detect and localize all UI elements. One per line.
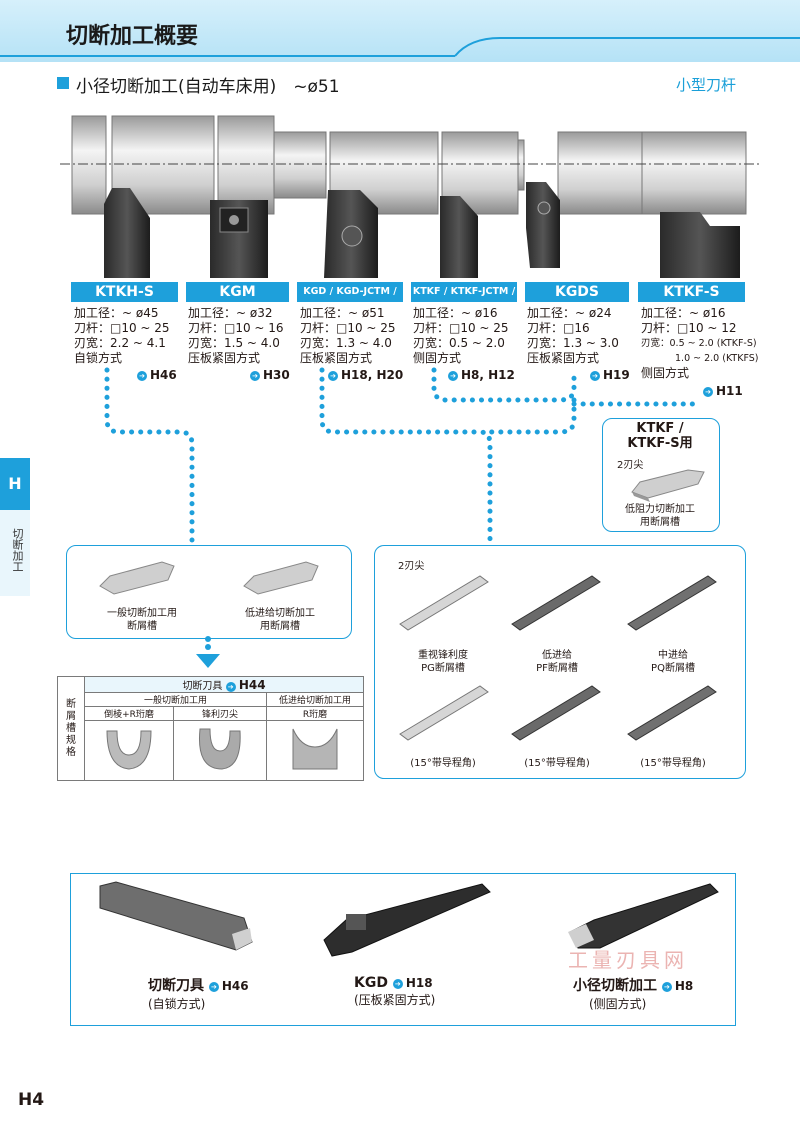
arrow-right-icon: ➔ [137, 370, 147, 381]
insert-pq [627, 575, 717, 631]
ktkf-box-tips: 2刃尖 [617, 460, 644, 471]
ref-link-ktkf-s[interactable]: ➔H11 [703, 384, 743, 398]
dotted-connectors [104, 367, 703, 543]
arrow-right-icon: ➔ [661, 981, 672, 992]
arrow-right-icon: ➔ [208, 981, 219, 992]
arrow-right-icon: ➔ [590, 370, 600, 381]
page-title: 切断加工概要 [66, 24, 199, 49]
section-right-label: 小型刀杆 [676, 76, 737, 94]
pg-lead-caption: (15°带导程角) [410, 758, 476, 769]
holder-image-ktkf [568, 883, 719, 949]
page-number: H4 [18, 1090, 45, 1110]
table-group-low-feed: 低进给切断加工用 [266, 692, 364, 707]
insert-pf-lead [511, 685, 601, 741]
holder-ref-kgd[interactable]: H18 [405, 976, 433, 990]
tooling-illustration [60, 115, 760, 278]
table-group-general: 一般切断加工用 [84, 692, 267, 707]
header-band [0, 0, 800, 62]
pf-lead-caption: (15°带导程角) [524, 758, 590, 769]
ref-link-ktkf[interactable]: ➔H8, H12 [448, 368, 515, 382]
down-arrow-icon [196, 636, 220, 668]
insert-pg-lead [399, 685, 489, 741]
product-header-kgds[interactable]: KGDS [525, 282, 629, 302]
table-col-r-hone: R珩磨 [266, 706, 364, 721]
ref-link-kgds[interactable]: ➔H19 [590, 368, 630, 382]
groove-image-sharp [173, 720, 267, 781]
table-side-label: 断屑槽规格 [57, 676, 85, 781]
product-header-ktkf[interactable]: KTKF / KTKF-JCTM / JCT [411, 282, 517, 317]
pq-lead-caption: (15°带导程角) [640, 758, 706, 769]
arrow-right-icon: ➔ [392, 978, 403, 989]
table-col-chamfer: 倒棱+R珩磨 [84, 706, 174, 721]
side-tab-text: 切断加工 [11, 528, 24, 572]
general-chipbreaker-caption: 一般切断加工用断屑槽 [107, 608, 177, 632]
watermark-logo: 工量刃具网 [568, 948, 688, 972]
section-marker [57, 77, 69, 89]
insert-pq-lead [627, 685, 717, 741]
holder-ref-ktkf[interactable]: H8 [674, 979, 694, 993]
insert-image-low-feed [243, 561, 319, 595]
arrow-right-icon: ➔ [328, 370, 338, 381]
chipbreaker-spec-table: 断屑槽规格 切断刀具 ➔ H44 一般切断加工用 低进给切断加工用 倒棱+R珩磨… [57, 676, 364, 781]
cutting-tools [104, 182, 740, 278]
holder-image-self-lock [99, 881, 253, 951]
groove-image-chamfer [84, 720, 174, 781]
ktkf-insert-image [631, 469, 705, 502]
arrow-right-icon: ➔ [250, 370, 260, 381]
arrow-right-icon: ➔ [225, 682, 236, 692]
insert-pg [399, 575, 489, 631]
workpiece-1 [71, 115, 747, 215]
groove-image-r-hone [266, 720, 364, 781]
ktkf-chipbreaker-box [374, 545, 746, 779]
low-feed-chipbreaker-caption: 低进给切断加工用断屑槽 [245, 608, 315, 632]
ref-link-kgm[interactable]: ➔H30 [250, 368, 290, 382]
holder-ref-self-lock[interactable]: H46 [221, 979, 249, 993]
product-header-ktkf-s[interactable]: KTKF-S [638, 282, 745, 302]
product-header-kgm[interactable]: KGM [186, 282, 289, 302]
table-header: 切断刀具 ➔ H44 [84, 676, 364, 693]
insert-pf [511, 575, 601, 631]
ref-link-ktkh-s[interactable]: ➔H46 [137, 368, 177, 382]
table-col-sharp: 锋利刃尖 [173, 706, 267, 721]
product-header-kgd[interactable]: KGD / KGD-JCTM / JCT [297, 282, 403, 317]
arrow-right-icon: ➔ [703, 386, 713, 397]
holder-label-ktkf: 小径切断加工 ➔H8 (侧固方式) [573, 978, 694, 1011]
holder-label-kgd: KGD ➔H18 (压板紧固方式) [354, 975, 436, 1007]
holder-overview-box [70, 873, 736, 1026]
insert-image-general [99, 561, 175, 595]
ktkf-box-title: KTKF /KTKF-S用 [627, 421, 693, 451]
holder-label-self-lock: 切断刀具 ➔H46 (自锁方式) [148, 978, 249, 1011]
right-box-tips: 2刃尖 [398, 561, 425, 572]
holder-image-kgd [323, 883, 491, 957]
section-title: 小径切断加工(自动车床用) ~ø51 [76, 77, 340, 97]
product-header-ktkh-s[interactable]: KTKH-S [71, 282, 178, 302]
table-header-ref[interactable]: H44 [238, 678, 266, 692]
ref-link-kgd[interactable]: ➔H18, H20 [328, 368, 403, 382]
ktkf-box-caption: 低阻力切断加工用断屑槽 [625, 504, 695, 528]
arrow-right-icon: ➔ [448, 370, 458, 381]
side-tab-letter: H [0, 458, 30, 510]
